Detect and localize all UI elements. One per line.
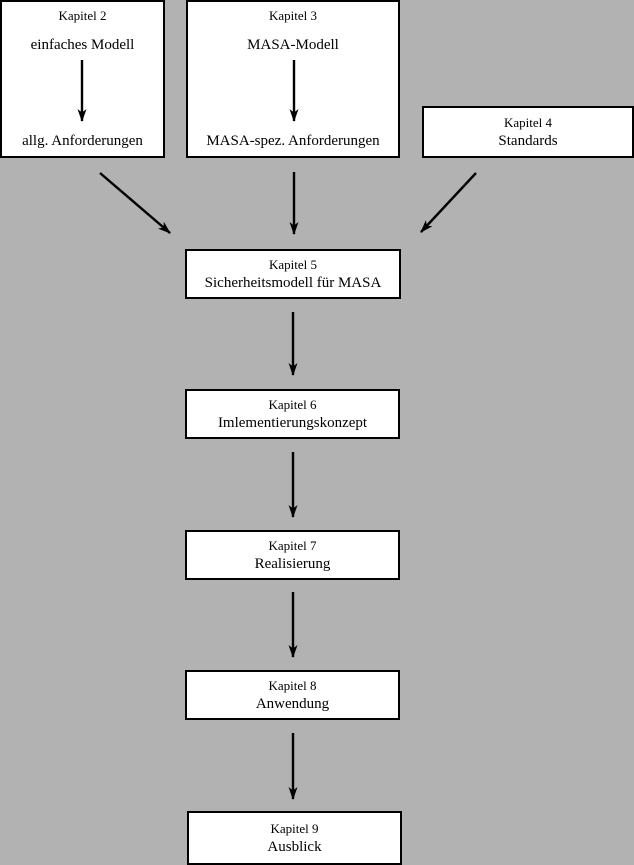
kapitel-3-top-label: MASA-Modell — [247, 37, 339, 53]
node-kapitel-8: Kapitel 8 Anwendung — [185, 670, 400, 720]
kapitel-9-label: Ausblick — [267, 838, 322, 855]
kapitel-6-heading: Kapitel 6 — [268, 396, 317, 412]
kapitel-8-heading: Kapitel 8 — [268, 677, 317, 693]
node-kapitel-7: Kapitel 7 Realisierung — [185, 530, 400, 580]
node-kapitel-6: Kapitel 6 Imlementierungskonzept — [185, 389, 400, 439]
node-kapitel-3: Kapitel 3 MASA-Modell MASA-spez. Anforde… — [186, 0, 400, 158]
node-kapitel-2: Kapitel 2 einfaches Modell allg. Anforde… — [0, 0, 165, 158]
kapitel-7-label: Realisierung — [254, 555, 331, 572]
kapitel-5-label: Sicherheitsmodell für MASA — [204, 274, 382, 291]
node-kapitel-9: Kapitel 9 Ausblick — [187, 811, 402, 865]
kapitel-2-bottom-label: allg. Anforderungen — [22, 133, 143, 149]
kapitel-5-heading: Kapitel 5 — [268, 256, 317, 272]
kapitel-3-heading: Kapitel 3 — [268, 8, 317, 23]
kapitel-2-top-label: einfaches Modell — [30, 37, 135, 53]
kapitel-3-bottom-label: MASA-spez. Anforderungen — [206, 133, 380, 149]
kapitel-9-heading: Kapitel 9 — [270, 820, 319, 836]
kapitel-4-heading: Kapitel 4 — [503, 114, 552, 130]
kapitel-2-heading: Kapitel 2 — [58, 8, 107, 23]
kapitel-6-label: Imlementierungskonzept — [217, 414, 368, 431]
arrow-kapitel4-to-kapitel5 — [420, 172, 477, 233]
kapitel-4-label: Standards — [498, 132, 558, 149]
node-kapitel-5: Kapitel 5 Sicherheitsmodell für MASA — [185, 249, 401, 299]
node-kapitel-4: Kapitel 4 Standards — [422, 106, 634, 158]
arrow-kapitel2-to-kapitel5 — [99, 172, 171, 234]
kapitel-7-heading: Kapitel 7 — [268, 537, 317, 553]
kapitel-8-label: Anwendung — [255, 695, 330, 712]
